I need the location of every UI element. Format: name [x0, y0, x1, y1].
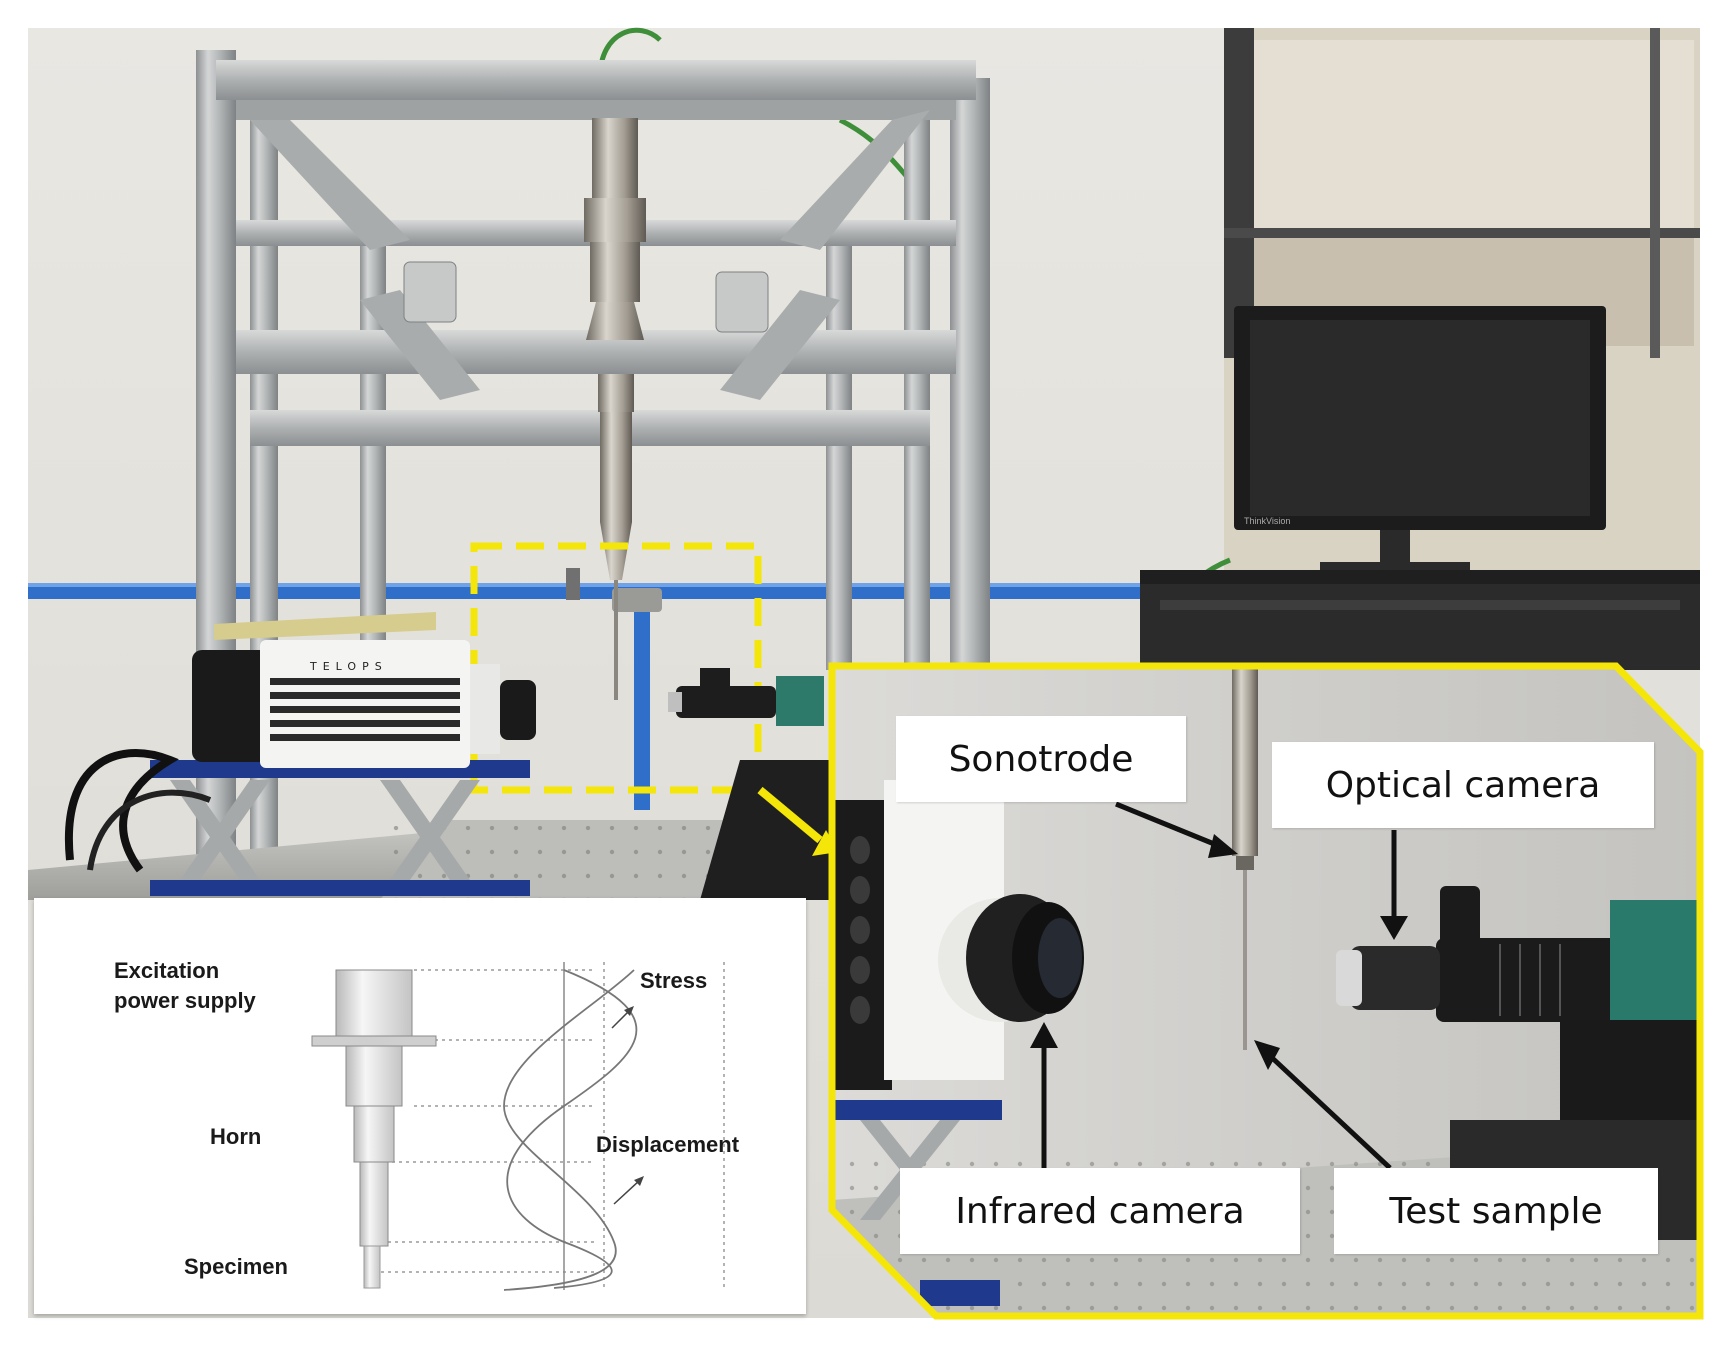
displacement-label: Displacement [596, 1132, 740, 1157]
test-sample-callout: Test sample [1334, 1168, 1658, 1254]
excitation-label-line2: power supply [114, 988, 256, 1013]
ir-camera-brand-text: TELOPS [309, 660, 388, 673]
stress-label: Stress [640, 968, 708, 993]
schematic-drawing [311, 962, 725, 1291]
infrared-camera-callout: Infrared camera [900, 1168, 1300, 1254]
monitor-brand-text: ThinkVision [1244, 516, 1290, 526]
sonotrode-callout: Sonotrode [896, 716, 1186, 802]
horn-label: Horn [210, 1124, 262, 1149]
excitation-label-line1: Excitation [114, 958, 220, 983]
specimen-label: Specimen [184, 1254, 288, 1279]
ultrasonic-schematic: Excitation power supply Horn Specimen St… [34, 898, 806, 1314]
optical-camera-callout: Optical camera [1272, 742, 1654, 828]
